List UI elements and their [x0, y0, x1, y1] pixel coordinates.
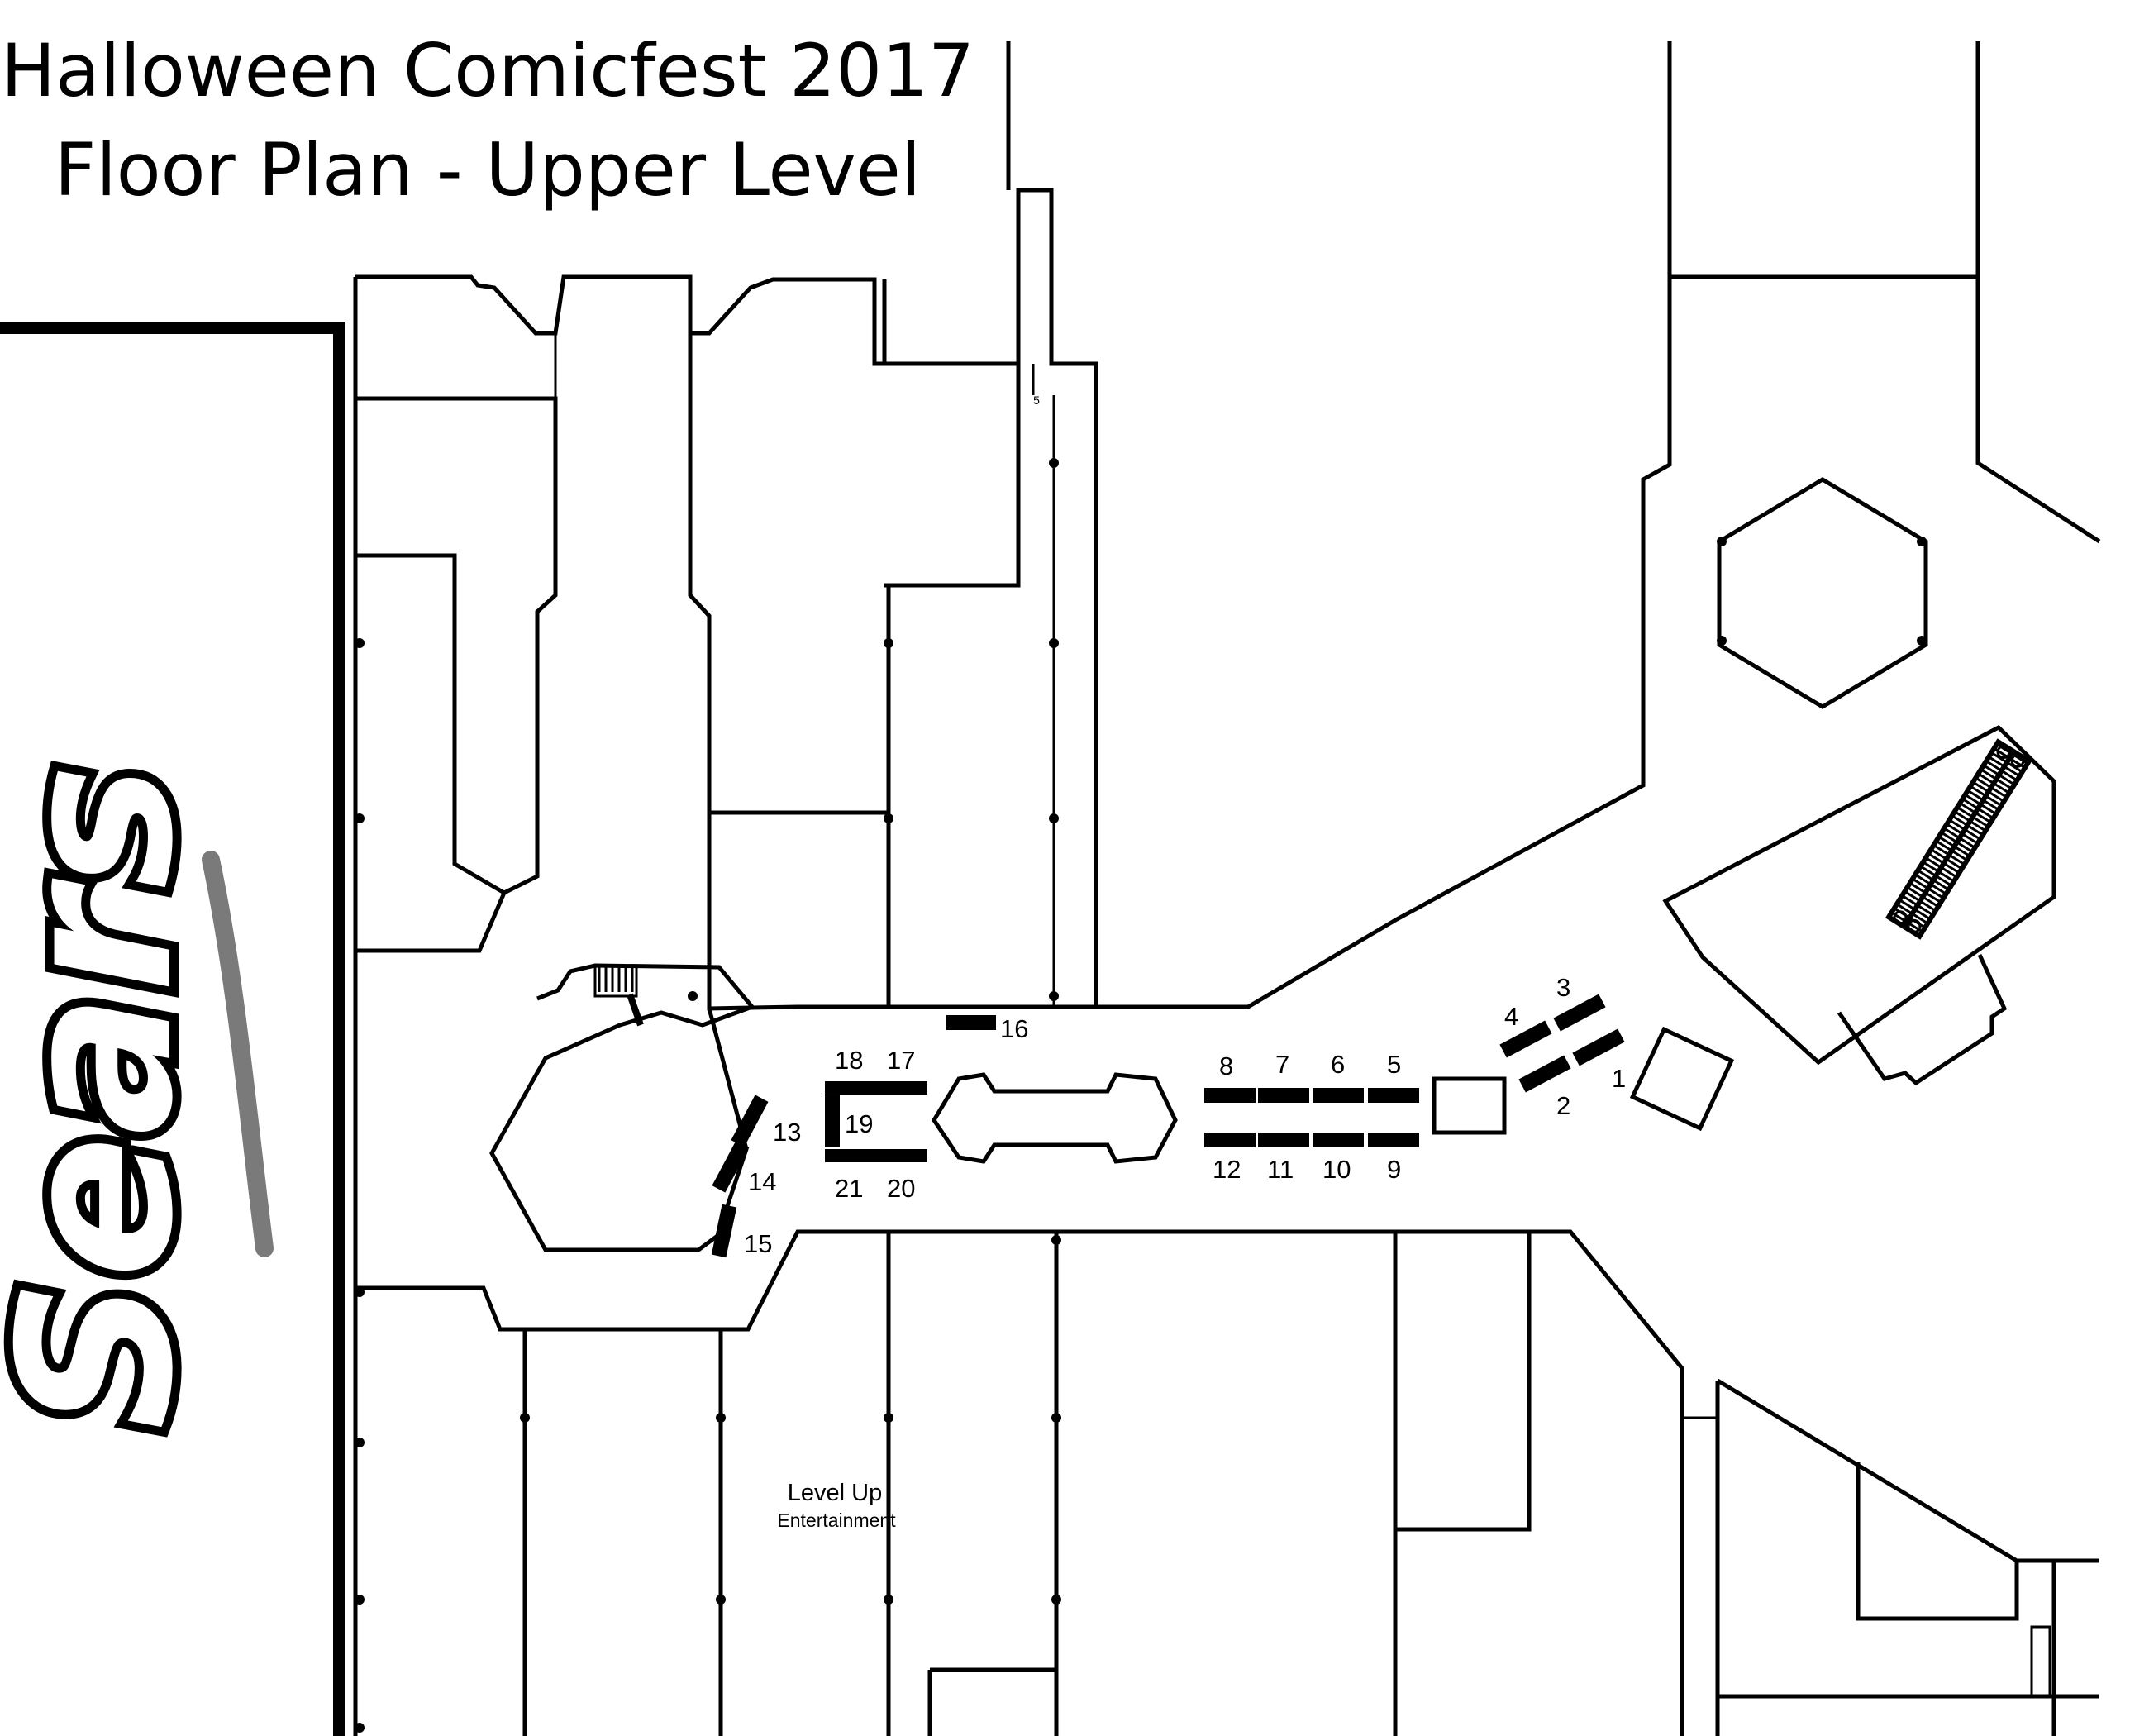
store-label-level-up: Level Up	[788, 1480, 882, 1506]
sears-logo-text: Sears	[0, 764, 220, 1430]
table-number-20: 20	[887, 1174, 915, 1203]
east-corridor-walls	[1006, 41, 2101, 1736]
table-5[interactable]	[1368, 1088, 1419, 1103]
table-number-14: 14	[748, 1167, 776, 1196]
table-1[interactable]	[1572, 1028, 1625, 1066]
table-14[interactable]	[712, 1140, 750, 1193]
table-4[interactable]	[1499, 1020, 1552, 1058]
table-18[interactable]	[825, 1081, 876, 1095]
table-number-5: 5	[1387, 1050, 1401, 1079]
table-7[interactable]	[1258, 1088, 1309, 1103]
table-17[interactable]	[876, 1081, 927, 1095]
table-number-16: 16	[1000, 1014, 1028, 1043]
table-9[interactable]	[1368, 1133, 1419, 1147]
table-number-11: 11	[1267, 1155, 1294, 1184]
rotated-kiosk	[1629, 1026, 1735, 1132]
table-16[interactable]	[946, 1015, 996, 1030]
table-number-19: 19	[845, 1109, 873, 1138]
map-title-line-2: Floor Plan - Upper Level	[54, 127, 922, 212]
map-title-line-1: Halloween Comicfest 2017	[0, 28, 975, 113]
table-21[interactable]	[825, 1149, 876, 1162]
table-number-2: 2	[1556, 1091, 1570, 1120]
store-label-entertainment: Entertainment	[777, 1509, 896, 1531]
sears-boundary-wall	[0, 322, 345, 1736]
west-corridor-walls	[353, 188, 1098, 1736]
table-number-1: 1	[1612, 1064, 1626, 1093]
table-15[interactable]	[711, 1204, 737, 1258]
table-3[interactable]	[1553, 994, 1606, 1032]
table-number-4: 4	[1504, 1002, 1518, 1031]
table-2[interactable]	[1518, 1055, 1571, 1093]
table-number-12: 12	[1213, 1155, 1241, 1184]
center-kiosk	[932, 1072, 1178, 1164]
info-booth	[1432, 1076, 1507, 1135]
table-number-6: 6	[1331, 1050, 1345, 1079]
table-number-15: 15	[744, 1229, 772, 1258]
escalator-icon	[1885, 738, 2033, 940]
table-10[interactable]	[1313, 1133, 1364, 1147]
pillars	[355, 458, 1927, 1733]
table-8[interactable]	[1204, 1088, 1256, 1103]
stairs-icon	[598, 967, 644, 1027]
escalator-area	[1662, 724, 2056, 1086]
table-numbers: 1 2 3 4 5 6 7 8 9 10 11 12 13 14 15 16 1…	[744, 973, 1626, 1258]
table-20[interactable]	[876, 1149, 927, 1162]
table-number-9: 9	[1387, 1155, 1401, 1184]
table-number-8: 8	[1219, 1052, 1233, 1080]
south-corridor-walls	[355, 1229, 1718, 1736]
table-number-21: 21	[835, 1174, 863, 1203]
table-number-18: 18	[835, 1046, 863, 1075]
table-12[interactable]	[1204, 1133, 1256, 1147]
sears-logo-swoosh	[202, 851, 274, 1257]
vendor-tables	[711, 994, 1625, 1258]
table-11[interactable]	[1258, 1133, 1309, 1147]
bottom-right-stairs	[2030, 1625, 2051, 1699]
east-hexagon-court	[1717, 477, 1928, 709]
table-number-3: 3	[1556, 973, 1570, 1002]
table-number-7: 7	[1275, 1050, 1289, 1079]
table-6[interactable]	[1313, 1088, 1364, 1103]
table-number-13: 13	[773, 1118, 801, 1147]
table-number-10: 10	[1322, 1155, 1351, 1184]
store-unit-number: 5	[1033, 393, 1040, 407]
table-13[interactable]	[731, 1095, 769, 1147]
table-number-17: 17	[887, 1046, 915, 1075]
sears-logo: Sears	[0, 755, 274, 1439]
table-19[interactable]	[825, 1095, 840, 1147]
